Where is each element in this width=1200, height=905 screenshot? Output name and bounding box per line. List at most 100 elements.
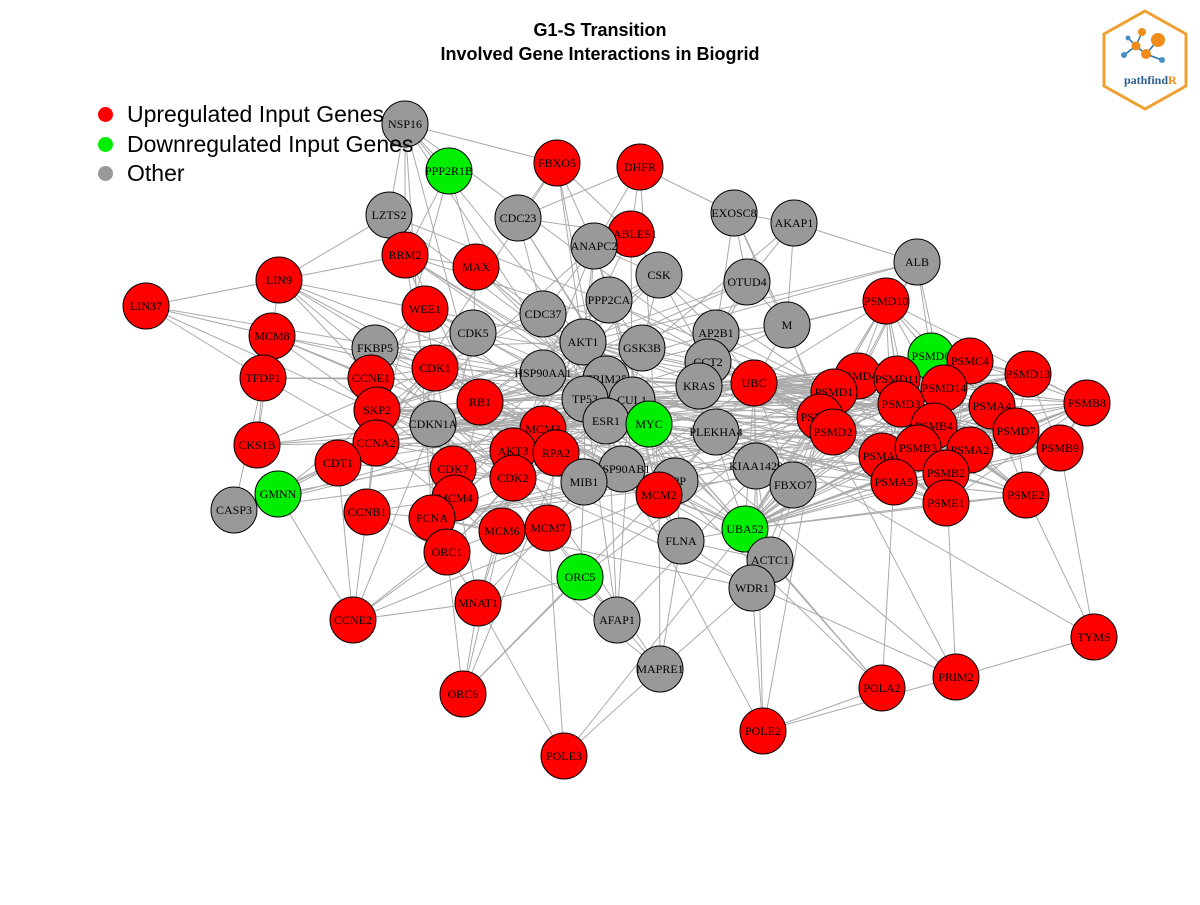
legend-marker-up (98, 107, 113, 123)
node-label: MAPRE1 (636, 662, 683, 676)
node-label: AFAP1 (599, 613, 635, 627)
node-circle (239, 354, 287, 402)
node-circle (423, 528, 471, 576)
node-label: PSMD3 (882, 397, 921, 411)
node-circle (556, 553, 604, 601)
node-nsp16: NSP16 (381, 100, 429, 148)
node-circle (449, 309, 497, 357)
node-circle (489, 454, 537, 502)
node-cdkn1a: CDKN1A (409, 400, 458, 448)
node-circle (636, 645, 684, 693)
node-psmb9: PSMB9 (1036, 424, 1084, 472)
node-circle (409, 400, 457, 448)
node-circle (728, 564, 776, 612)
node-kiaa1429: KIAA1429 (729, 442, 783, 490)
edge (881, 481, 895, 689)
node-label: TP53 (572, 392, 598, 406)
node-label: RRM2 (389, 248, 422, 262)
node-ubc: UBC (730, 359, 778, 407)
edge (337, 462, 354, 621)
node-akap1: AKAP1 (770, 199, 818, 247)
edge (582, 341, 1095, 638)
node-psmd2: PSMD2 (809, 408, 857, 456)
node-rpa2: RPA2 (532, 429, 580, 477)
edge (477, 602, 565, 757)
edge (462, 494, 660, 695)
node-psmd10: PSMD10 (862, 277, 910, 325)
node-circle (710, 189, 758, 237)
node-label: LZTS2 (372, 208, 407, 222)
node-circle (254, 470, 302, 518)
node-lin9: LIN9 (255, 256, 303, 304)
node-circle (439, 670, 487, 718)
node-label: PSMA5 (875, 475, 914, 489)
node-cks1b: CKS1B (233, 421, 281, 469)
node-cables1: CABLES1 (605, 210, 657, 258)
node-label: PSMA4 (973, 399, 1012, 413)
node-label: UBA52 (726, 522, 763, 536)
node-circle (233, 421, 281, 469)
node-label: ESR1 (592, 414, 620, 428)
node-label: UBC (742, 376, 767, 390)
node-myc: MYC (625, 400, 673, 448)
edge (556, 162, 584, 343)
node-psme2: PSME2 (1002, 471, 1050, 519)
node-flna: FLNA (657, 517, 705, 565)
node-circle (540, 732, 588, 780)
legend-label-up: Upregulated Input Genes (127, 101, 385, 128)
node-circle (769, 461, 817, 509)
node-cdt1: CDT1 (314, 439, 362, 487)
node-label: ORC1 (432, 545, 463, 559)
node-lin37: LIN37 (122, 282, 170, 330)
node-label: MCM7 (530, 521, 565, 535)
node-ccna2: CCNA2 (352, 419, 400, 467)
legend-label-other: Other (127, 160, 185, 187)
node-label: PPP2R1B (425, 164, 473, 178)
legend-item-other: Other (98, 159, 413, 189)
node-rb1: RB1 (456, 378, 504, 426)
node-psma5: PSMA5 (870, 458, 918, 506)
node-ccne2: CCNE2 (329, 596, 377, 644)
node-label: WDR1 (735, 581, 769, 595)
node-fbxo5: FBXO5 (533, 139, 581, 187)
node-label: FBXO5 (538, 156, 576, 170)
node-circle (675, 362, 723, 410)
node-label: AKAP1 (775, 216, 814, 230)
node-label: KRAS (683, 379, 715, 393)
edge (352, 423, 434, 621)
node-label: CDT1 (323, 456, 353, 470)
legend-item-down: Downregulated Input Genes (98, 130, 413, 160)
node-label: CCNE2 (334, 613, 372, 627)
node-label: RPA2 (542, 446, 570, 460)
node-circle (381, 231, 429, 279)
node-circle (452, 243, 500, 291)
node-psmd14: PSMD14 (920, 364, 968, 412)
node-circle (425, 147, 473, 195)
node-label: MAX (462, 260, 490, 274)
node-uba52: UBA52 (721, 505, 769, 553)
node-gmnn: GMNN (254, 470, 302, 518)
node-label: KIAA1429 (729, 459, 783, 473)
node-psme1: PSME1 (922, 479, 970, 527)
edge (744, 494, 1027, 530)
node-label: CCNE1 (352, 371, 390, 385)
edge (1025, 494, 1095, 638)
node-kras: KRAS (675, 362, 723, 410)
pathfindr-logo: pathfindR (1102, 9, 1188, 111)
node-circle (329, 596, 377, 644)
node-label: PSME1 (927, 496, 964, 510)
node-circle (1002, 471, 1050, 519)
node-circle (635, 251, 683, 299)
node-circle (314, 439, 362, 487)
node-prim2: PRIM2 (932, 653, 980, 701)
node-label: WEE1 (409, 302, 441, 316)
node-circle (533, 139, 581, 187)
node-circle (210, 486, 258, 534)
node-circle (763, 301, 811, 349)
node-circle (1070, 613, 1118, 661)
edge (542, 274, 660, 374)
edge (762, 676, 957, 732)
node-label: PPP2CA (588, 293, 631, 307)
node-exosc8: EXOSC8 (710, 189, 758, 237)
